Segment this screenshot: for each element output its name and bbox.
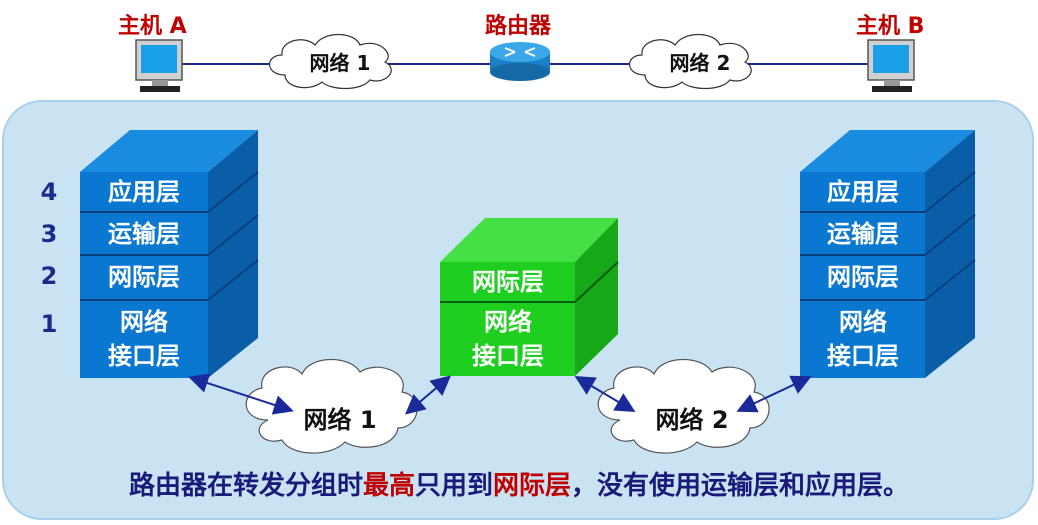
caption-part5: ，没有使用运输层和应用层。 [571, 471, 910, 501]
caption-part1: 路由器在转发分组时 [128, 471, 363, 501]
host-a-netif-line2: 接口层 [108, 342, 180, 370]
host-b-label: 主机 B [856, 14, 925, 39]
host-b-transport-layer: 运输层 [827, 220, 899, 248]
top-cloud-2-icon [629, 33, 752, 90]
arrow-hostA-net1 [188, 373, 294, 415]
arrow-router-net2 [574, 375, 636, 413]
router-netif-line1: 网络 [484, 308, 532, 336]
top-net1-label: 网络 1 [309, 51, 371, 75]
bottom-net1-label: 网络 1 [303, 406, 377, 434]
host-a-computer-icon [135, 39, 183, 92]
top-cloud-1-icon [269, 33, 392, 90]
host-b-netif-line2: 接口层 [827, 342, 899, 370]
host-a-transport-layer: 运输层 [108, 220, 180, 248]
host-a-label: 主机 A [118, 14, 187, 39]
host-b-netif-line1: 网络 [839, 308, 887, 336]
top-net2-label: 网络 2 [669, 51, 731, 75]
host-b-stack [800, 130, 976, 378]
caption-highlight-1: 最高 [362, 471, 415, 501]
router-internet-layer: 网际层 [472, 268, 544, 296]
caption: 路由器在转发分组时最高只用到网际层，没有使用运输层和应用层。 [0, 465, 1038, 502]
host-b-computer-icon [867, 39, 915, 92]
caption-highlight-2: 网际层 [493, 471, 572, 501]
host-b-application-layer: 应用层 [827, 178, 899, 206]
caption-part3: 只用到 [414, 471, 493, 501]
layer-number-3: 3 [40, 220, 58, 248]
layer-number-2: 2 [40, 262, 58, 290]
arrow-net1-router [404, 375, 452, 415]
host-a-application-layer: 应用层 [108, 178, 180, 206]
layer-number-1: 1 [40, 310, 58, 338]
host-a-netif-line1: 网络 [120, 308, 168, 336]
router-label: 路由器 [485, 14, 552, 39]
arrow-net2-hostB [736, 375, 812, 413]
router-icon [490, 42, 550, 81]
host-b-internet-layer: 网际层 [827, 263, 899, 291]
host-a-internet-layer: 网际层 [108, 263, 180, 291]
router-netif-line2: 接口层 [472, 342, 544, 370]
router-stack [440, 218, 619, 376]
bottom-net2-label: 网络 2 [655, 406, 729, 434]
layer-number-4: 4 [40, 178, 58, 206]
host-a-stack [80, 130, 259, 378]
